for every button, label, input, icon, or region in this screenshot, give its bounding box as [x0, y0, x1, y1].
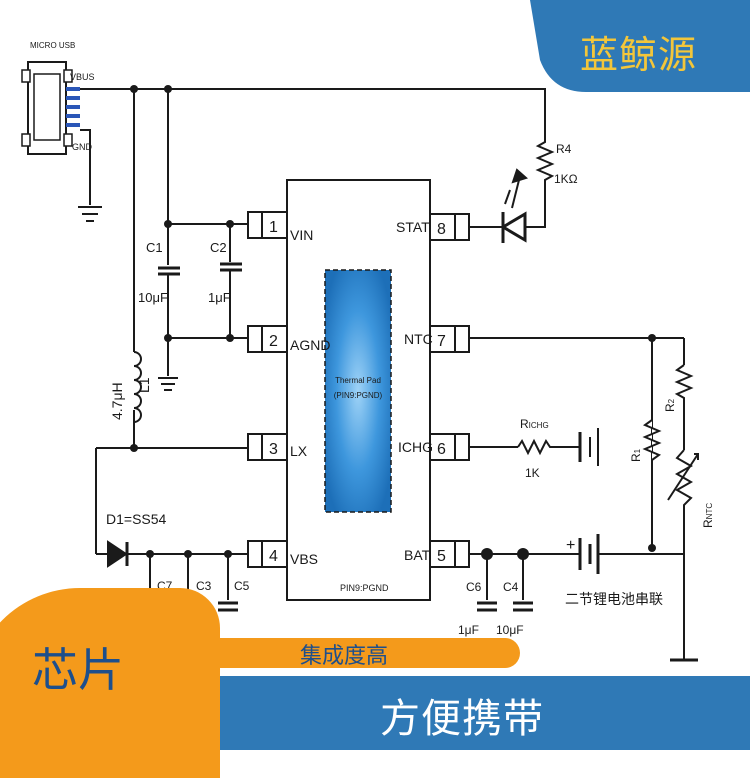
battery-label: 二节锂电池串联 — [565, 592, 663, 608]
battery-plus: + — [566, 537, 575, 554]
r2-ref: R2 — [663, 398, 677, 412]
usb-gnd-label: GND — [72, 142, 93, 152]
orange-blob — [0, 588, 220, 778]
ic-bottom-label: PIN9:PGND — [340, 583, 389, 593]
r4-ref: R4 — [556, 142, 572, 156]
pin-8-name: STAT — [396, 219, 430, 235]
brand-badge — [530, 0, 750, 92]
pin-4-num: 4 — [269, 548, 278, 565]
l1-value: 4.7μH — [109, 382, 125, 420]
pin-5-num: 5 — [437, 548, 446, 565]
c1-value: 10μF — [138, 290, 168, 305]
r1-ref: R1 — [629, 448, 643, 462]
pin-6-name: ICHG — [398, 439, 433, 455]
c2-ref: C2 — [210, 240, 227, 255]
pin-6-num: 6 — [437, 441, 446, 458]
ic-right-pins — [429, 213, 470, 568]
usb-title: MICRO USB — [30, 41, 75, 50]
d1-label: D1=SS54 — [106, 511, 167, 527]
richg-value: 1K — [525, 466, 540, 480]
usb-gnd-wire — [80, 129, 91, 205]
c6-ref: C6 — [466, 580, 482, 594]
thermal-pad-title: Thermal Pad — [335, 376, 381, 385]
r4-value: 1KΩ — [554, 172, 578, 186]
pin-7-name: NTC — [404, 331, 433, 347]
schematic: MICRO USB VBUS GND C1 10μF C2 1μF 4.7μH … — [21, 41, 715, 662]
rntc-ref: RNTC — [701, 503, 715, 528]
thermal-pad — [324, 269, 392, 513]
orange-bar — [180, 638, 520, 668]
l1-ref: L1 — [136, 377, 152, 393]
pin-1-name: VIN — [290, 227, 313, 243]
pin-1-num: 1 — [269, 219, 278, 236]
c6-value: 1μF — [458, 623, 479, 637]
c1-ref: C1 — [146, 240, 163, 255]
tag-high-integration: 集成度高 — [300, 644, 389, 669]
pin-8-num: 8 — [437, 221, 446, 238]
usb-vbus-label: VBUS — [70, 72, 95, 82]
ic-left-pins — [247, 211, 288, 568]
pin-3-num: 3 — [269, 441, 278, 458]
usb-pins — [66, 87, 80, 127]
c2-value: 1μF — [208, 290, 231, 305]
c5-ref: C5 — [234, 579, 250, 593]
brand-name: 蓝鲸源 — [580, 33, 698, 77]
richg-ref: RICHG — [520, 417, 549, 431]
c4-value: 10μF — [496, 623, 524, 637]
pin-2-num: 2 — [269, 333, 278, 350]
tag-chip: 芯片 — [32, 643, 124, 697]
pin-4-name: VBS — [290, 551, 318, 567]
pin-2-name: AGND — [290, 337, 330, 353]
c4-ref: C4 — [503, 580, 519, 594]
pin-3-name: LX — [290, 443, 308, 459]
vbus-rail — [80, 88, 546, 138]
c3-ref: C3 — [196, 579, 212, 593]
junction-dots — [130, 85, 656, 560]
tag-portable: 方便携带 — [380, 696, 544, 742]
pin-7-num: 7 — [437, 333, 446, 350]
thermal-pad-sub: (PIN9:PGND) — [334, 391, 383, 400]
usb-connector — [21, 61, 73, 155]
pin-5-name: BAT — [404, 547, 431, 563]
